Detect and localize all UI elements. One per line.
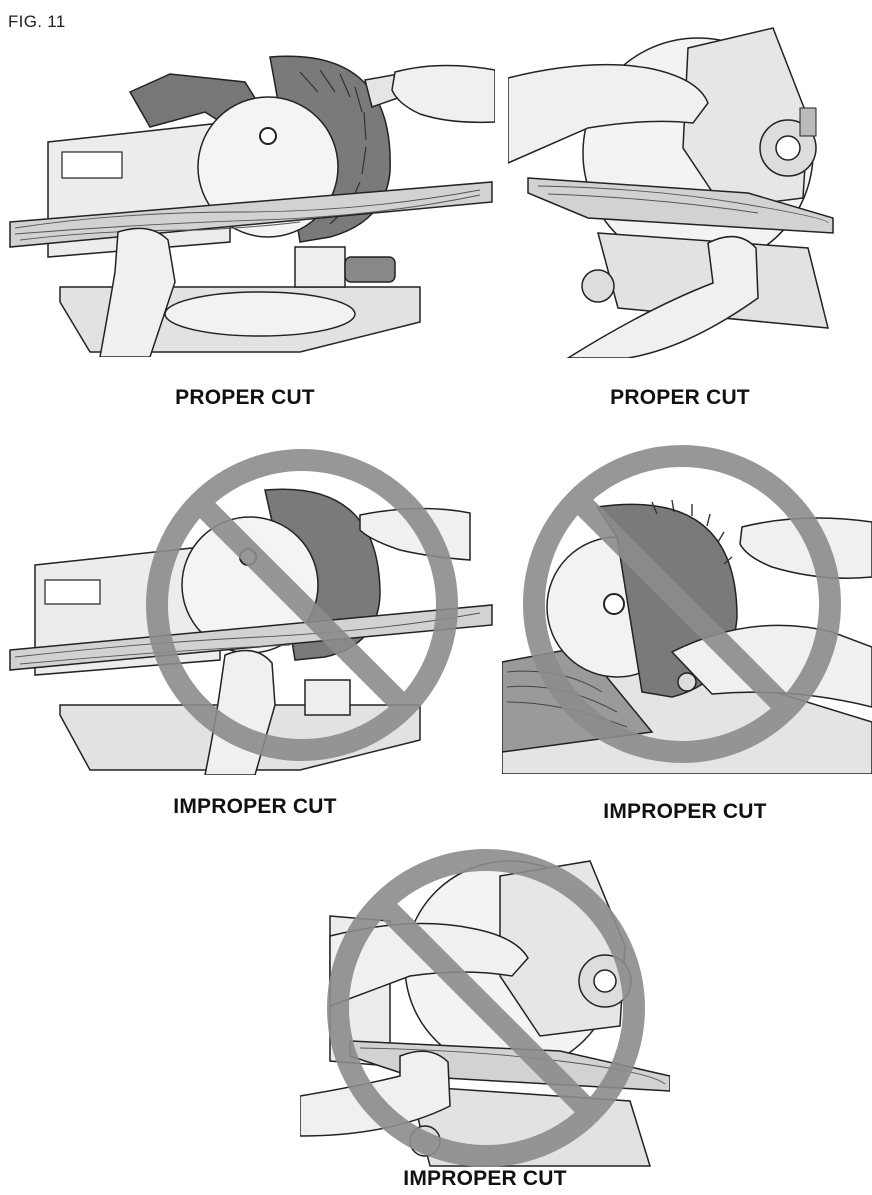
illustration-improper-cut-side bbox=[300, 836, 670, 1167]
figure-label: FIG. 11 bbox=[8, 12, 66, 31]
caption-proper-cut-front: PROPER CUT bbox=[175, 386, 315, 409]
illustration-improper-cut-angled bbox=[502, 432, 872, 774]
workpiece-board bbox=[527, 177, 834, 234]
miter-saw-illustration bbox=[9, 55, 495, 357]
caption-improper-cut-side: IMPROPER CUT bbox=[403, 1167, 567, 1190]
caption-improper-cut-front: IMPROPER CUT bbox=[173, 795, 337, 818]
caption-proper-cut-side: PROPER CUT bbox=[610, 386, 750, 409]
illustration-improper-cut-front bbox=[0, 445, 495, 775]
bevel-knob bbox=[581, 269, 615, 303]
miter-scale bbox=[164, 291, 356, 337]
fence-slot bbox=[61, 151, 123, 179]
caption-improper-cut-angled: IMPROPER CUT bbox=[603, 800, 767, 823]
miter-saw-side-illustration bbox=[508, 27, 834, 358]
miter-saw-improper-illustration bbox=[9, 449, 493, 775]
illustration-proper-cut-side bbox=[508, 8, 838, 358]
prohibition-icon bbox=[146, 449, 458, 761]
motor-housing bbox=[294, 246, 346, 288]
prohibition-icon bbox=[523, 445, 841, 763]
right-hand bbox=[391, 64, 495, 124]
miter-saw-angled-improper-illustration bbox=[502, 445, 872, 774]
illustration-proper-cut-front bbox=[0, 52, 495, 357]
left-hand bbox=[99, 227, 176, 357]
prohibition-icon bbox=[327, 849, 645, 1167]
miter-saw-side-improper-illustration bbox=[300, 849, 670, 1167]
left-hand bbox=[566, 235, 759, 358]
right-hand bbox=[508, 63, 709, 164]
